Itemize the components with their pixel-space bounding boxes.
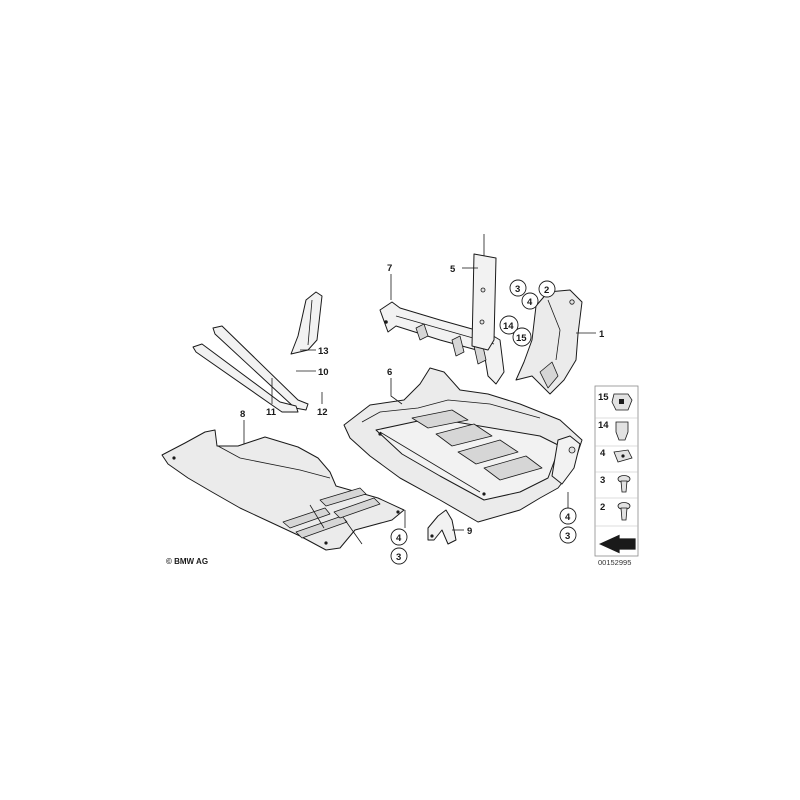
part-8-underbody-panel (161, 429, 405, 551)
circled-15-top: 15 (516, 333, 527, 344)
circled-3-right: 3 (565, 531, 570, 542)
part-11-lower-strip (192, 343, 299, 413)
legend-item-2: 2 (600, 502, 605, 513)
part-6-underbody-tray (343, 367, 583, 523)
part-1-side-bracket (515, 289, 583, 395)
copyright-label: © BMW AG (166, 557, 208, 566)
part-9-small-bracket (427, 509, 457, 545)
legend-item-14: 14 (598, 420, 609, 431)
callout-11: 11 (266, 407, 277, 418)
part-13-trim-piece (290, 291, 323, 355)
callout-7: 7 (387, 263, 392, 274)
footer: © BMW AG 00152995 (166, 557, 631, 567)
circled-4-top: 4 (527, 297, 533, 308)
callout-6: 6 (387, 367, 392, 378)
callout-labels: 1 5 7 6 13 10 11 12 8 9 (240, 263, 605, 537)
circled-4-mid: 4 (396, 533, 402, 544)
plug-icon (615, 421, 629, 441)
legend-item-3: 3 (600, 475, 605, 486)
circled-4-right: 4 (565, 512, 571, 523)
fastener-legend: 15 14 4 3 2 (594, 385, 639, 557)
callout-9: 9 (467, 526, 472, 537)
callout-13: 13 (318, 346, 329, 357)
circled-2-top: 2 (544, 285, 549, 296)
circled-3-top: 3 (515, 284, 520, 295)
callout-5: 5 (450, 264, 456, 275)
part-10-upper-strip (212, 325, 309, 411)
image-number: 00152995 (598, 558, 631, 567)
circled-3-mid: 3 (396, 552, 401, 563)
circled-callouts: 3 4 2 14 15 4 3 4 3 (390, 279, 577, 565)
arrow-right-icon (597, 533, 637, 555)
callout-12: 12 (317, 407, 328, 418)
legend-item-15: 15 (598, 392, 609, 403)
part-5-vertical-strip (471, 234, 497, 351)
circled-14-top: 14 (503, 321, 514, 332)
callout-10: 10 (318, 367, 329, 378)
leader-lines (243, 267, 596, 531)
callout-8: 8 (240, 409, 245, 420)
legend-item-4: 4 (600, 448, 606, 459)
callout-1: 1 (599, 329, 605, 340)
